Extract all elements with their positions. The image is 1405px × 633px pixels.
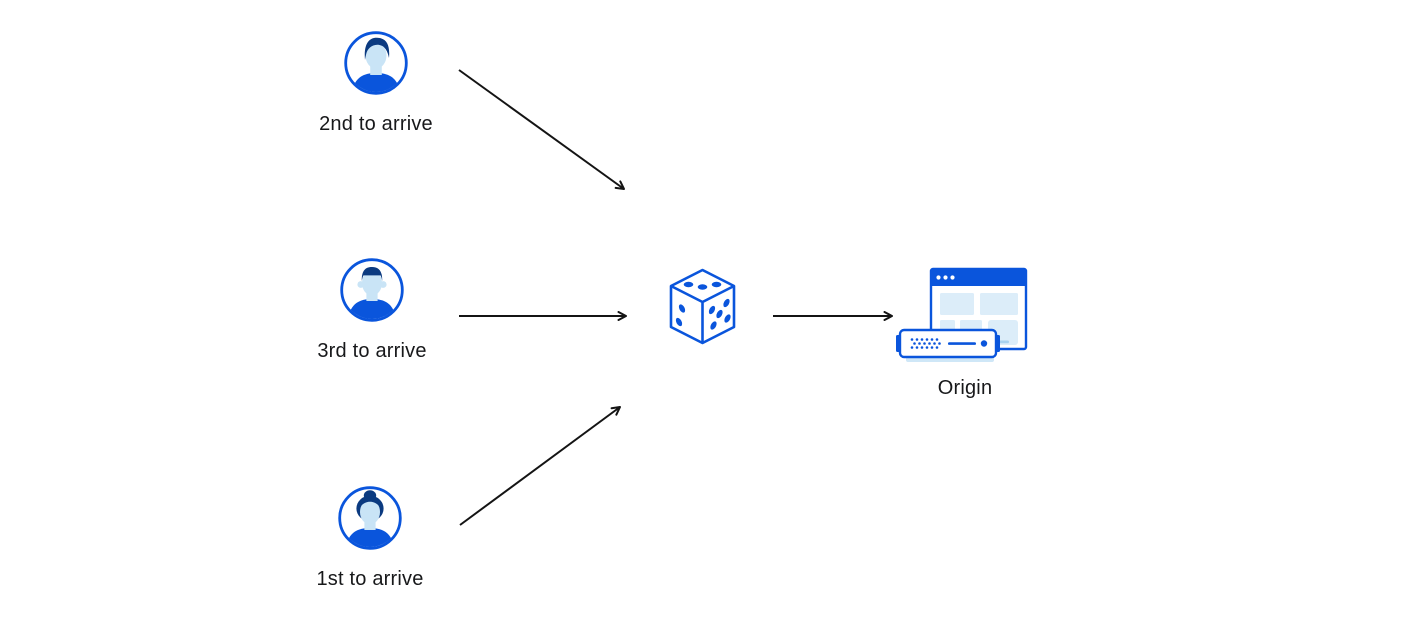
user-avatar-icon bbox=[344, 31, 408, 95]
node-dice bbox=[668, 267, 737, 354]
arrow-user1st-to-dice bbox=[459, 406, 621, 526]
user-avatar-icon bbox=[340, 258, 404, 322]
node-user-2nd: 2nd to arrive bbox=[291, 31, 461, 136]
node-user-3rd: 3rd to arrive bbox=[287, 258, 457, 363]
user-1st-label: 1st to arrive bbox=[316, 568, 424, 590]
arrow-user2nd-to-dice bbox=[458, 69, 625, 190]
dice-icon bbox=[668, 267, 737, 354]
node-origin: Origin bbox=[896, 262, 1028, 399]
user-avatar-icon bbox=[338, 486, 402, 550]
user-3rd-label: 3rd to arrive bbox=[317, 340, 427, 362]
origin-server-icon bbox=[896, 262, 1028, 371]
user-2nd-label: 2nd to arrive bbox=[319, 113, 433, 135]
origin-label: Origin bbox=[937, 377, 993, 399]
node-user-1st: 1st to arrive bbox=[285, 486, 455, 591]
